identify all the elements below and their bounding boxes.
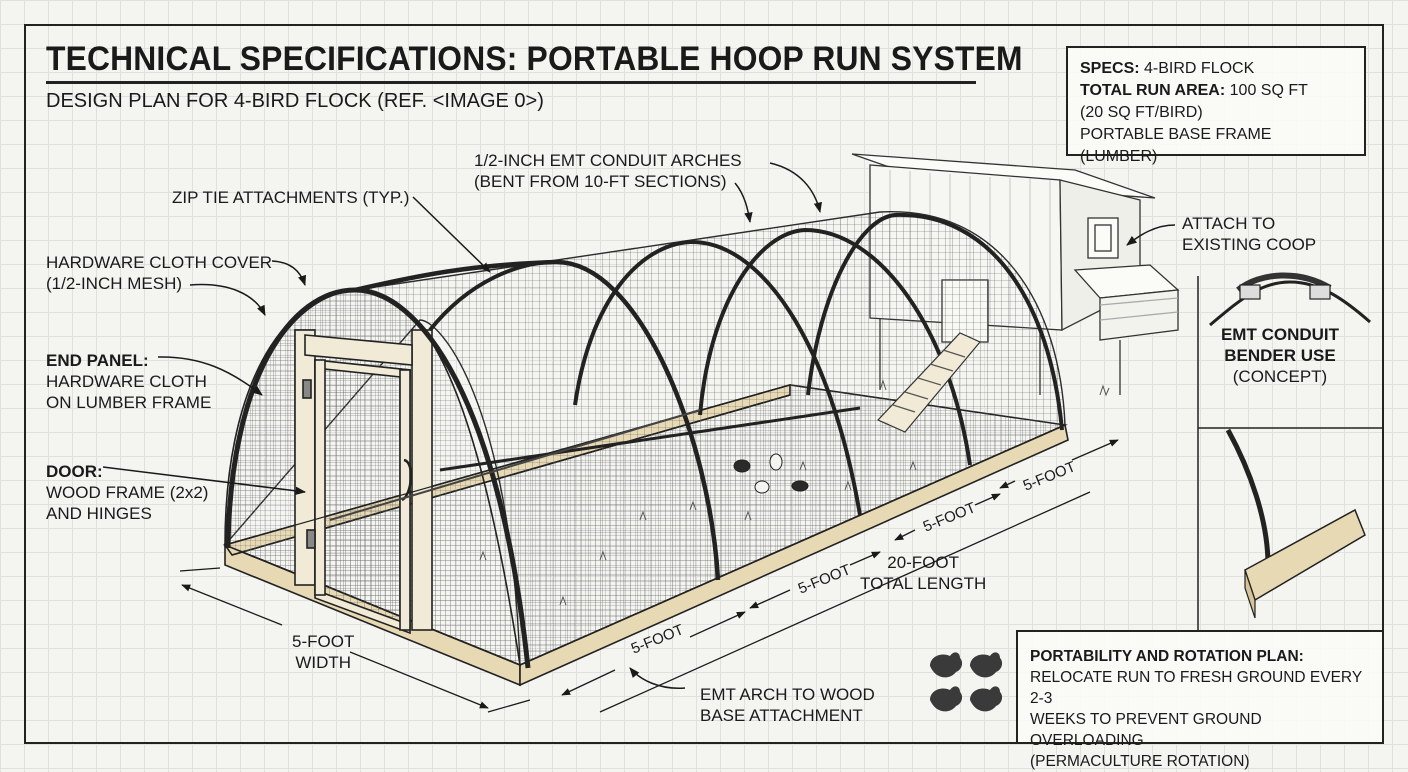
title-underline <box>46 81 976 84</box>
end-panel <box>224 289 522 667</box>
run-area-label: TOTAL RUN AREA: <box>1080 82 1226 99</box>
end-panel-line1: HARDWARE CLOTH <box>46 372 207 391</box>
bender-title-line2: BENDER USE <box>1224 346 1336 365</box>
door-line1: WOOD FRAME (2x2) <box>46 483 209 502</box>
coop-ramp <box>876 332 981 433</box>
area-per-bird: (20 SQ FT/BIRD) <box>1080 104 1203 121</box>
end-panel-title: END PANEL: <box>46 351 149 370</box>
door-line2: AND HINGES <box>46 504 152 523</box>
door-label: DOOR: WOOD FRAME (2x2) AND HINGES <box>46 461 208 524</box>
specs-value: 4-BIRD FLOCK <box>1144 60 1255 77</box>
chickens <box>733 453 809 494</box>
emt-base-line2: BASE ATTACHMENT <box>700 706 863 725</box>
width-label: 5-FOOT WIDTH <box>292 631 354 673</box>
attach-coop-label: ATTACH TO EXISTING COOP <box>1182 213 1316 255</box>
rotation-plan-box: PORTABILITY AND ROTATION PLAN: RELOCATE … <box>1016 630 1384 770</box>
end-panel-line2: ON LUMBER FRAME <box>46 393 212 412</box>
emt-base-line1: EMT ARCH TO WOOD <box>700 685 875 704</box>
dimension-lines <box>179 439 1119 713</box>
hardware-cloth-line2: (1/2-INCH MESH) <box>46 274 183 293</box>
hardware-cloth-label: HARDWARE CLOTH COVER (1/2-INCH MESH) <box>46 252 272 294</box>
conduit-arches-line2: (BENT FROM 10-FT SECTIONS) <box>474 172 727 191</box>
base-frame-note: PORTABLE BASE FRAME (LUMBER) <box>1080 126 1272 165</box>
rotation-plan-line3: (PERMACULTURE ROTATION) <box>1030 753 1250 770</box>
total-length-label: 20-FOOT TOTAL LENGTH <box>860 552 986 594</box>
conduit-arches-line1: 1/2-INCH EMT CONDUIT ARCHES <box>474 151 742 170</box>
run-area-value: 100 SQ FT <box>1229 82 1308 99</box>
end-panel-label: END PANEL: HARDWARE CLOTH ON LUMBER FRAM… <box>46 350 211 413</box>
specs-label: SPECS: <box>1080 60 1140 77</box>
page-title: TECHNICAL SPECIFICATIONS: PORTABLE HOOP … <box>46 40 1023 78</box>
leader-arrows <box>102 162 1176 689</box>
four-chickens-icon <box>930 652 1003 712</box>
zip-tie-label: ZIP TIE ATTACHMENTS (TYP.) <box>172 188 410 207</box>
bender-title-line1: EMT CONDUIT <box>1220 325 1340 344</box>
attach-coop-line1: ATTACH TO <box>1182 214 1276 233</box>
bender-panel <box>1197 272 1384 630</box>
conduit-arches-label: 1/2-INCH EMT CONDUIT ARCHES (BENT FROM 1… <box>474 150 742 192</box>
drawing-frame <box>24 24 1384 744</box>
width-line2: WIDTH <box>295 653 352 672</box>
page-subtitle: DESIGN PLAN FOR 4-BIRD FLOCK (REF. <IMAG… <box>46 90 544 112</box>
width-line1: 5-FOOT <box>292 632 355 651</box>
specs-box: SPECS: 4-BIRD FLOCK TOTAL RUN AREA: 100 … <box>1066 46 1366 165</box>
rotation-plan-line1: RELOCATE RUN TO FRESH GROUND EVERY 2-3 <box>1030 669 1362 707</box>
bender-label: EMT CONDUIT BENDER USE (CONCEPT) <box>1212 324 1348 387</box>
door-title: DOOR: <box>46 462 103 481</box>
bender-subtitle: (CONCEPT) <box>1232 367 1328 386</box>
rotation-plan-line2: WEEKS TO PREVENT GROUND OVERLOADING <box>1030 711 1262 749</box>
door[interactable] <box>302 359 413 635</box>
emt-base-label: EMT ARCH TO WOOD BASE ATTACHMENT <box>700 684 875 726</box>
hardware-cloth-line1: HARDWARE CLOTH COVER <box>46 253 273 272</box>
total-length-line2: TOTAL LENGTH <box>860 574 987 593</box>
attach-coop-line2: EXISTING COOP <box>1182 235 1317 254</box>
rotation-plan-title: PORTABILITY AND ROTATION PLAN: <box>1030 648 1304 665</box>
total-length-line1: 20-FOOT <box>887 553 960 572</box>
